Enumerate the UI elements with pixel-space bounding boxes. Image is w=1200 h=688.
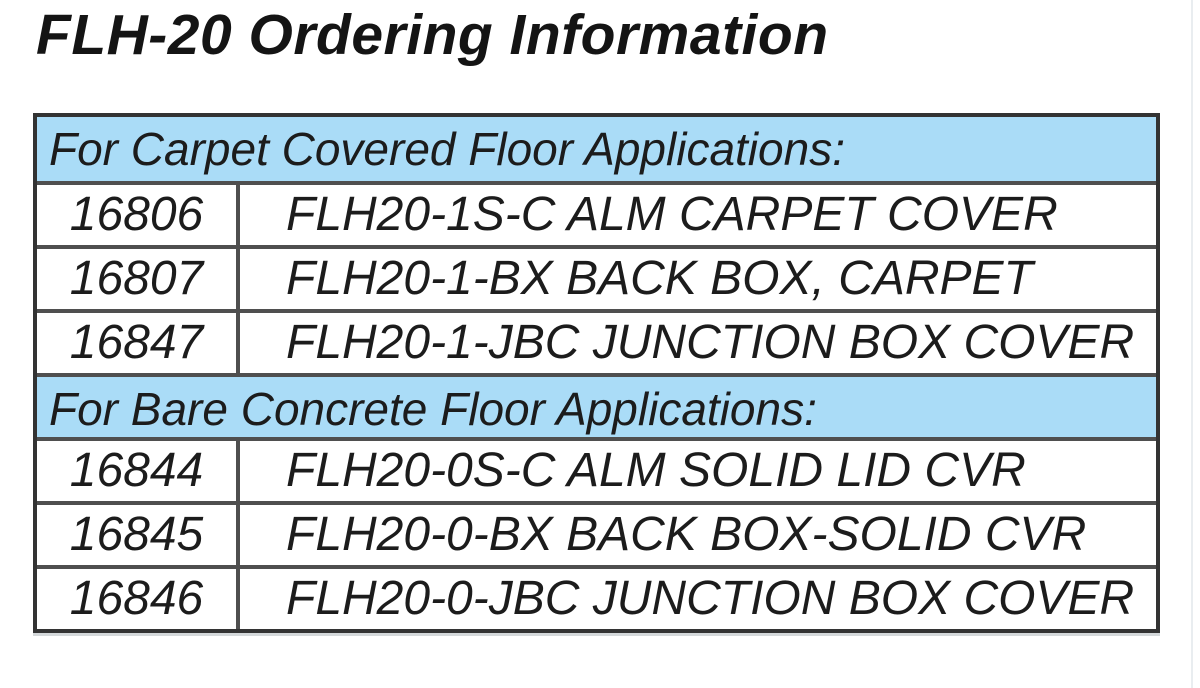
part-number-cell: 16806 [37, 185, 240, 245]
part-number-cell: 16845 [37, 505, 240, 565]
table-row: 16847 FLH20-1-JBC JUNCTION BOX COVER [37, 309, 1156, 373]
page-edge-line [1191, 0, 1193, 688]
part-number-cell: 16847 [37, 313, 240, 373]
ordering-table: For Carpet Covered Floor Applications: 1… [33, 113, 1160, 633]
description-cell: FLH20-1-JBC JUNCTION BOX COVER [286, 316, 1135, 369]
part-number-cell: 16846 [37, 569, 240, 629]
section-header-carpet: For Carpet Covered Floor Applications: [37, 117, 1156, 181]
page-title: FLH-20 Ordering Information [36, 3, 829, 67]
description-cell: FLH20-1S-C ALM CARPET COVER [286, 188, 1058, 241]
table-row: 16844 FLH20-0S-C ALM SOLID LID CVR [37, 437, 1156, 501]
description-cell: FLH20-0-JBC JUNCTION BOX COVER [286, 572, 1135, 625]
table-row: 16806 FLH20-1S-C ALM CARPET COVER [37, 181, 1156, 245]
table-row: 16807 FLH20-1-BX BACK BOX, CARPET [37, 245, 1156, 309]
description-cell: FLH20-0-BX BACK BOX-SOLID CVR [286, 508, 1087, 561]
section-header-bare-concrete: For Bare Concrete Floor Applications: [37, 373, 1156, 437]
description-cell: FLH20-0S-C ALM SOLID LID CVR [286, 444, 1026, 497]
table-row: 16846 FLH20-0-JBC JUNCTION BOX COVER [37, 565, 1156, 629]
description-cell: FLH20-1-BX BACK BOX, CARPET [286, 252, 1033, 305]
part-number-cell: 16844 [37, 441, 240, 501]
part-number-cell: 16807 [37, 249, 240, 309]
table-row: 16845 FLH20-0-BX BACK BOX-SOLID CVR [37, 501, 1156, 565]
